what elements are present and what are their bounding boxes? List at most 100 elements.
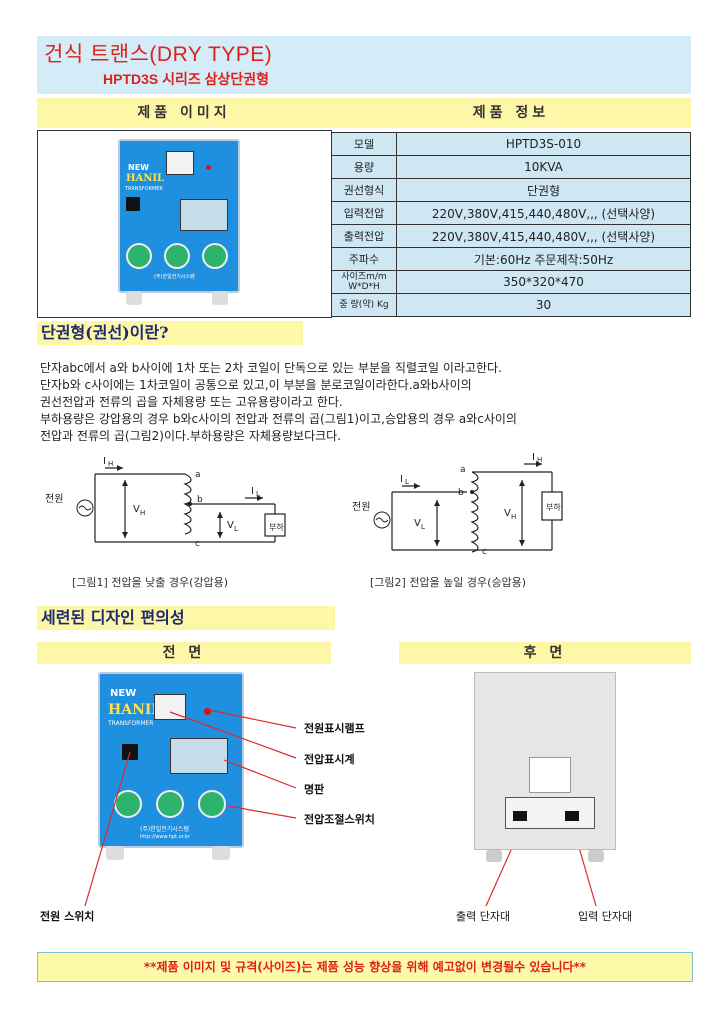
description-text: 단자abc에서 a와 b사이에 1차 또는 2차 코일이 단독으로 있는 부분을… bbox=[40, 360, 700, 445]
spec-value: 220V,380V,415,440,480V,,, (선택사양) bbox=[396, 224, 691, 248]
voltage-switch-icon bbox=[164, 243, 190, 269]
fig2-vl-label: V bbox=[414, 518, 421, 529]
device-foot bbox=[588, 850, 604, 862]
notice-banner: **제품 이미지 및 규격(사이즈)는 제품 성능 향상을 위해 예고없이 변경… bbox=[37, 952, 693, 982]
input-terminal-icon bbox=[565, 811, 579, 821]
fig1-ih-sub: H bbox=[108, 460, 113, 468]
spec-key: 출력전압 bbox=[331, 224, 397, 248]
device-foot bbox=[106, 846, 124, 860]
power-switch-label: 전원 스위치 bbox=[40, 910, 95, 923]
lamp-label: 전원표시램프 bbox=[304, 722, 365, 735]
input-terminal-label: 입력 단자대 bbox=[578, 910, 633, 923]
fig1-a-label: a bbox=[195, 470, 201, 480]
meter-label: 전압표시계 bbox=[304, 753, 355, 766]
power-lamp-icon bbox=[206, 165, 211, 170]
fig1-il-label: I bbox=[251, 486, 254, 497]
device-transformer-label: TRANSFORMER bbox=[125, 186, 163, 192]
rear-header: 후 면 bbox=[399, 642, 691, 664]
fig1-vh-label: V bbox=[133, 504, 140, 515]
fig1-b-label: b bbox=[197, 495, 203, 505]
spec-key: 용량 bbox=[331, 155, 397, 179]
device-url-label: http://www.hpt.or.kr bbox=[140, 834, 190, 840]
device-foot bbox=[212, 291, 228, 305]
fig2-vl-sub: L bbox=[421, 523, 425, 531]
rear-device-image bbox=[474, 672, 616, 850]
fig1-il-sub: L bbox=[256, 490, 260, 498]
device-maker-label: (주)한일전기시스템 bbox=[140, 826, 189, 833]
front-header: 전 면 bbox=[37, 642, 331, 664]
power-lamp-icon bbox=[204, 708, 211, 715]
description-line: 단자b와 c사이에는 1차코일이 공통으로 있고,이 부분을 분로코일이라한다.… bbox=[40, 378, 472, 392]
fig2-ih-label: I bbox=[532, 452, 535, 463]
device-foot bbox=[126, 291, 142, 305]
fig2-load-label: 부하 bbox=[546, 502, 561, 512]
fig1-vl-sub: L bbox=[234, 525, 238, 533]
product-image-header: 제품 이미지 bbox=[37, 98, 331, 128]
fig2-il-label: I bbox=[400, 474, 403, 485]
nameplate-icon bbox=[170, 738, 228, 774]
figure-2-diagram: 전원 I L V L I H V H a b c 부하 bbox=[352, 452, 563, 557]
output-terminal-icon bbox=[513, 811, 527, 821]
spec-value: 350*320*470 bbox=[396, 270, 691, 294]
device-brand-label: HANIL bbox=[108, 702, 162, 718]
fig1-c-label: c bbox=[195, 539, 200, 549]
voltage-switch-icon bbox=[114, 790, 142, 818]
figure-2-caption: [그림2] 전압을 높일 경우(승압용) bbox=[370, 576, 527, 589]
fig2-vh-sub: H bbox=[511, 513, 516, 521]
spec-value: 10KVA bbox=[396, 155, 691, 179]
voltage-switch-icon bbox=[126, 243, 152, 269]
device-foot bbox=[212, 846, 230, 860]
voltage-switch-icon bbox=[198, 790, 226, 818]
spec-value: 기본:60Hz 주문제작:50Hz bbox=[396, 247, 691, 271]
plate-label: 명판 bbox=[304, 783, 325, 796]
voltage-switch-icon bbox=[202, 243, 228, 269]
figure-1-diagram: 전원 I H V H I L V L a b c 부하 bbox=[45, 456, 286, 549]
device-maker-label: (주)한일전기시스템 bbox=[154, 274, 195, 280]
front-device-image: NEW HANIL TRANSFORMER (주)한일전기시스템 http://… bbox=[98, 672, 244, 848]
device-new-label: NEW bbox=[110, 688, 137, 699]
what-is-header: 단권형(권선)이란? bbox=[37, 321, 303, 345]
voltage-switch-icon bbox=[156, 790, 184, 818]
fig2-source-label: 전원 bbox=[352, 501, 370, 513]
nameplate-icon bbox=[180, 199, 228, 231]
fig1-ih-label: I bbox=[103, 456, 106, 467]
fig2-c-label: c bbox=[482, 547, 487, 557]
fig2-a-label: a bbox=[460, 465, 466, 475]
figure-1-caption: [그림1] 전압을 낮출 경우(강압용) bbox=[72, 576, 229, 589]
fig1-load-label: 부하 bbox=[269, 522, 284, 532]
spec-value: 30 bbox=[396, 293, 691, 317]
fig2-il-sub: L bbox=[405, 478, 409, 486]
device-new-label: NEW bbox=[128, 163, 149, 172]
switch-label: 전압조절스위치 bbox=[304, 813, 375, 826]
page-title: 건식 트랜스(DRY TYPE) bbox=[44, 43, 273, 66]
fig2-vh-label: V bbox=[504, 508, 511, 519]
device-brand-label: HANIL bbox=[126, 173, 165, 184]
spec-value: 220V,380V,415,440,480V,,, (선택사양) bbox=[396, 201, 691, 225]
description-line: 부하용량은 강압용의 경우 b와c사이의 전압과 전류의 곱(그림1)이고,승압… bbox=[40, 412, 517, 426]
description-line: 전압과 전류의 곱(그림2)이다.부하용량은 자체용량보다크다. bbox=[40, 429, 342, 443]
page-subtitle: HPTD3S 시리즈 삼상단권형 bbox=[103, 71, 270, 87]
fig1-source-label: 전원 bbox=[45, 493, 63, 505]
description-line: 권선전압과 전류의 곱을 자체용량 또는 고유용량이라고 한다. bbox=[40, 395, 343, 409]
product-info-header: 제품 정보 bbox=[331, 98, 691, 128]
fig1-vh-sub: H bbox=[140, 509, 145, 517]
voltmeter-icon bbox=[166, 151, 194, 175]
spec-key: 주파수 bbox=[331, 247, 397, 271]
device-foot bbox=[486, 850, 502, 862]
fig2-ih-sub: H bbox=[537, 456, 542, 464]
spec-key: 사이즈m/m W*D*H bbox=[331, 270, 397, 294]
spec-key: 권선형식 bbox=[331, 178, 397, 202]
design-header: 세련된 디자인 편의성 bbox=[37, 606, 335, 630]
output-terminal-label: 출력 단자대 bbox=[456, 910, 511, 923]
power-switch-icon bbox=[126, 197, 140, 211]
device-transformer-label: TRANSFORMER bbox=[108, 720, 154, 727]
